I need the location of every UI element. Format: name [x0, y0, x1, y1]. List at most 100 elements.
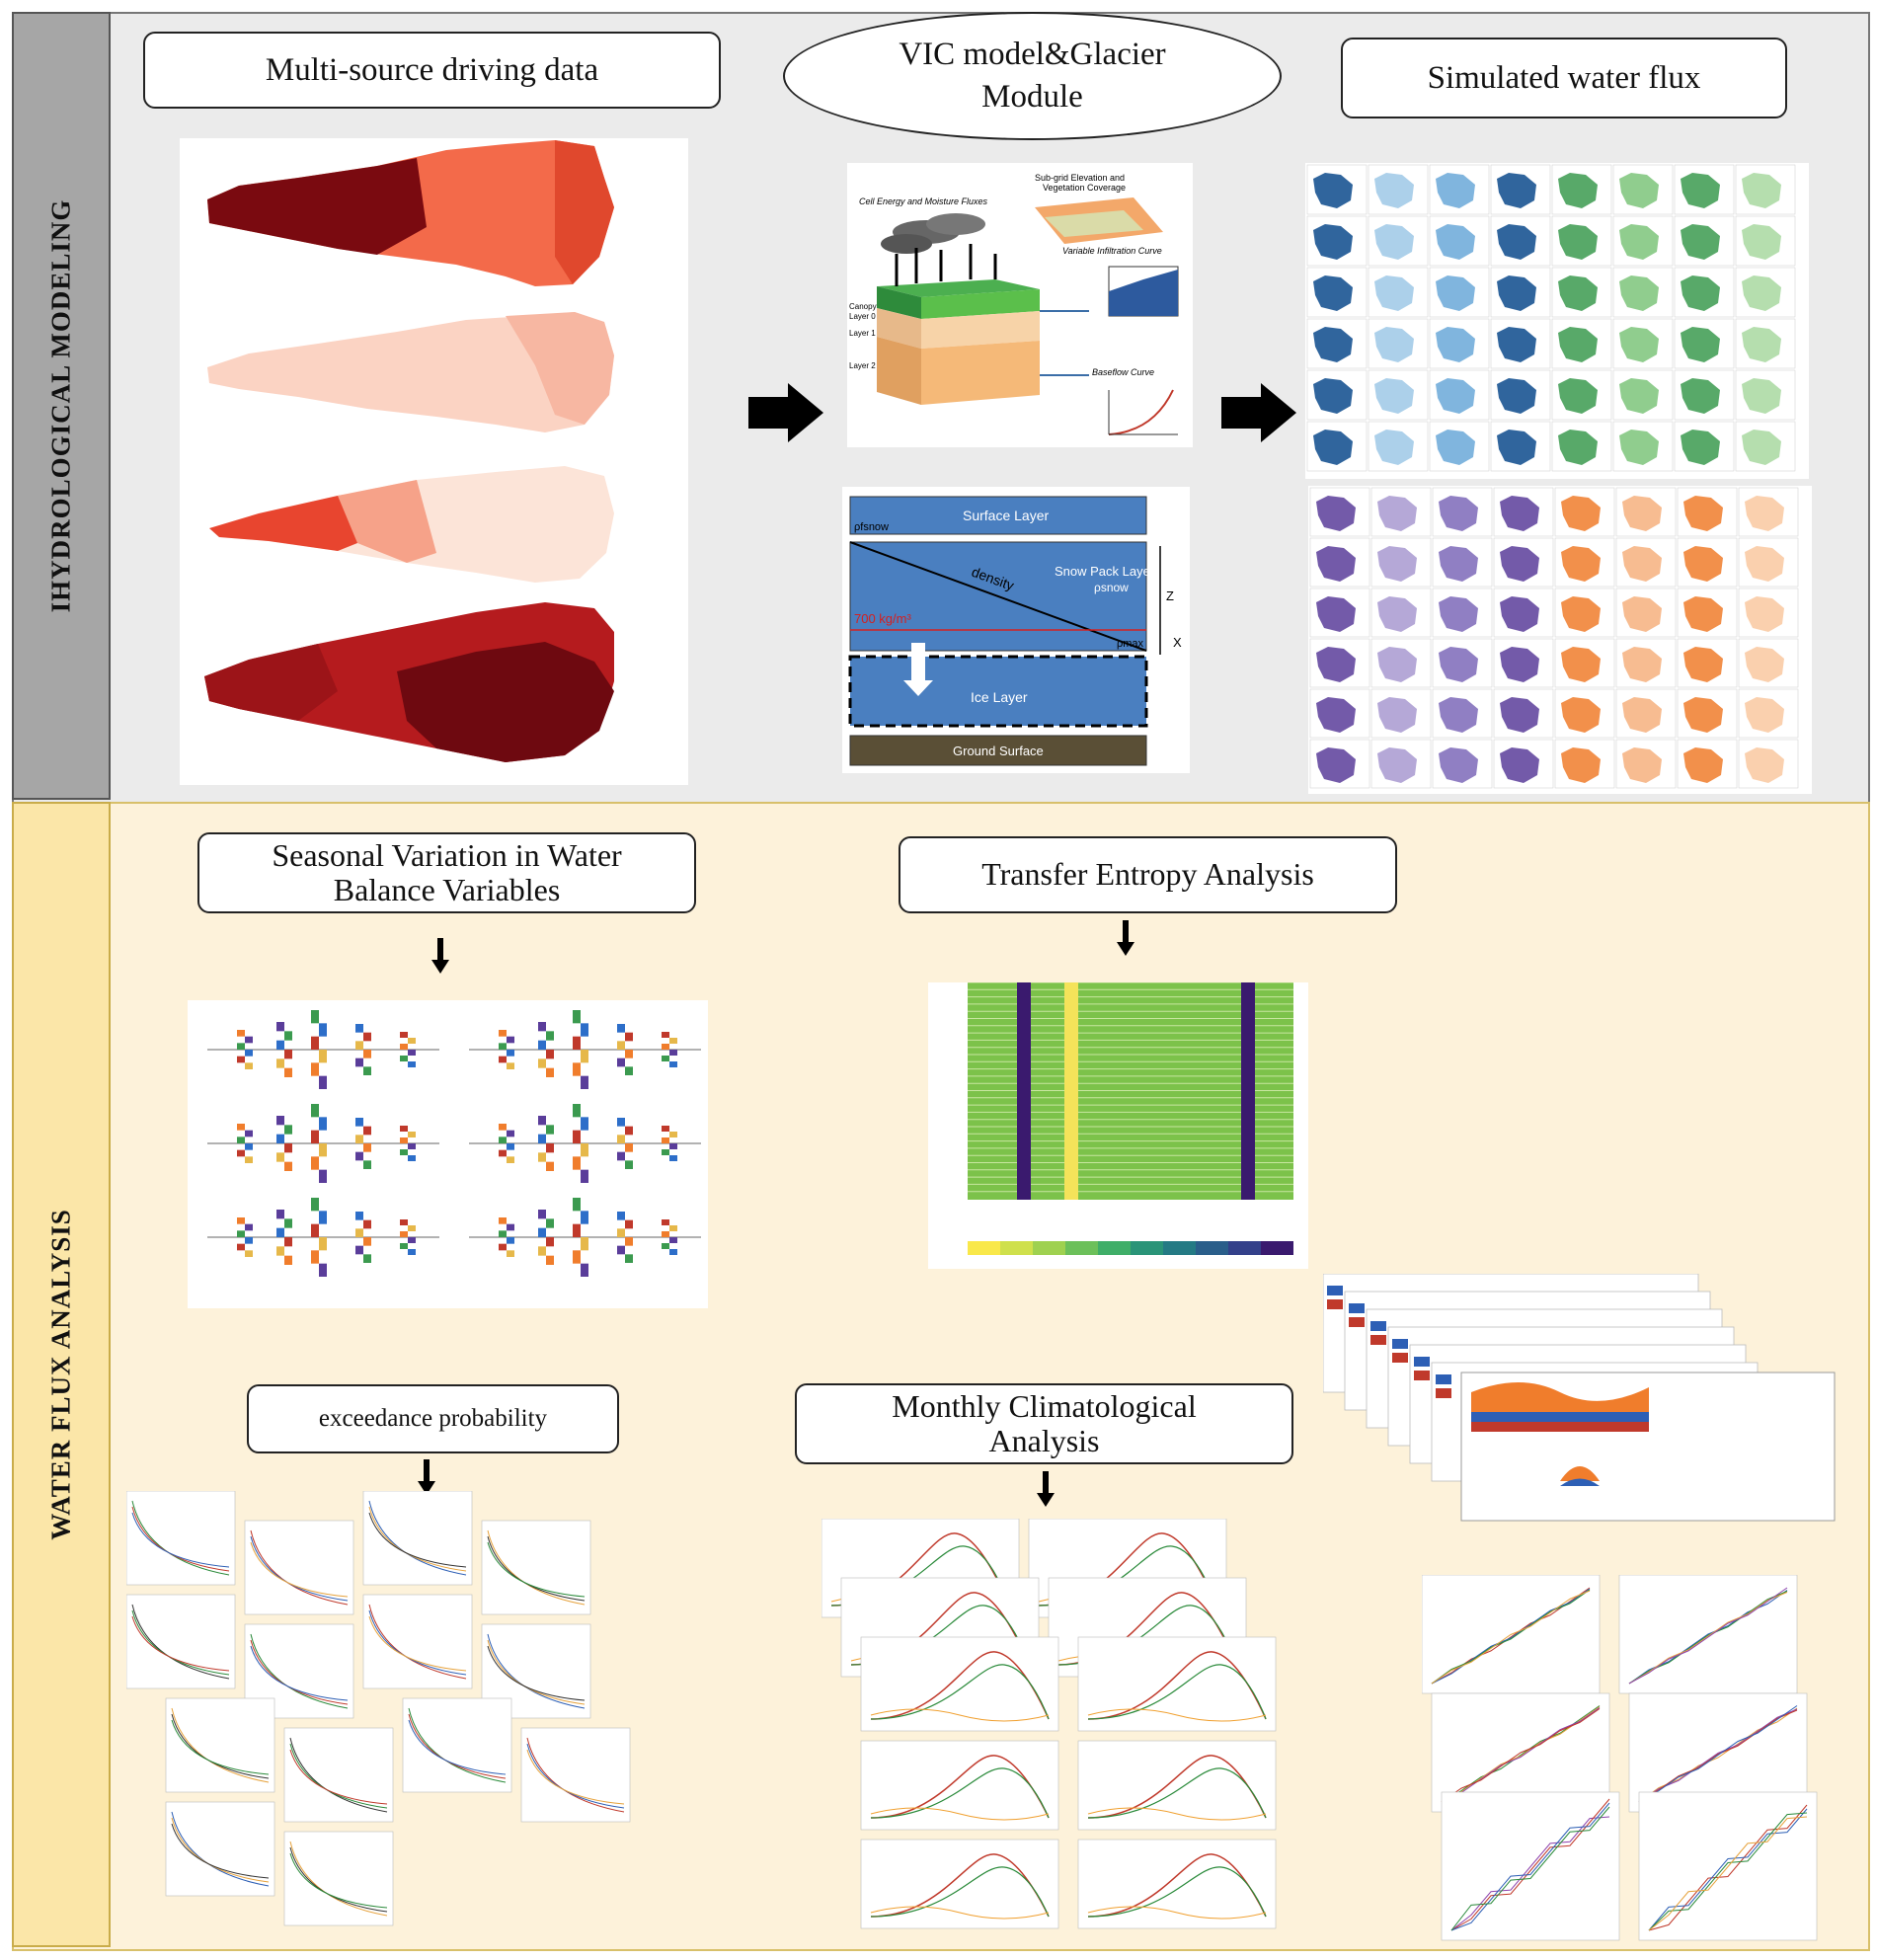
- flux-map-thumb: [1432, 638, 1493, 688]
- monthly-climatological-box: Monthly Climatological Analysis: [795, 1383, 1293, 1464]
- te-scale-cell: [1261, 1241, 1293, 1255]
- vic-baseflow-label: Baseflow Curve: [1092, 367, 1154, 377]
- exceedance-figures: [125, 1490, 768, 1945]
- vic-layer0-label: Layer 0: [849, 312, 876, 321]
- seasonal-panel: [207, 1198, 439, 1277]
- flux-map-thumb: [1368, 318, 1429, 369]
- flux-map-thumb: [1490, 421, 1551, 472]
- hydrological-modeling-sidebar: IHYDROLOGICAL MODELING: [12, 12, 111, 800]
- flux-map-thumb: [1677, 537, 1738, 588]
- surface-layer-label: Surface Layer: [963, 508, 1049, 523]
- flux-map-thumb: [1309, 638, 1370, 688]
- flux-map-thumb: [1674, 215, 1735, 267]
- driving-map-2: [207, 312, 614, 432]
- flux-map-thumb: [1677, 688, 1738, 739]
- vic-layer2-label: Layer 2: [849, 361, 876, 370]
- flux-map-thumb: [1615, 588, 1677, 638]
- flux-map-thumb: [1370, 739, 1432, 789]
- flux-map-thumb: [1554, 739, 1615, 789]
- flux-map-thumb: [1368, 267, 1429, 318]
- vic-title-right-2: Vegetation Coverage: [1043, 183, 1126, 193]
- exceedance-panel: [481, 1520, 591, 1615]
- flux-map-thumb: [1551, 318, 1612, 369]
- timeseries-front: [1460, 1372, 1836, 1522]
- flux-map-thumb: [1612, 164, 1674, 215]
- flux-map-thumb: [1551, 267, 1612, 318]
- cumulative-panel: [1421, 1574, 1601, 1694]
- vic-model-line2: Module: [981, 79, 1083, 115]
- flux-map-thumb: [1432, 588, 1493, 638]
- flux-map-thumb: [1432, 688, 1493, 739]
- te-column: [1064, 982, 1078, 1200]
- monthly-line2: Analysis: [988, 1423, 1100, 1458]
- flux-map-thumb: [1674, 267, 1735, 318]
- te-scale-cell: [1228, 1241, 1261, 1255]
- flux-map-thumb: [1490, 318, 1551, 369]
- flux-map-thumb: [1429, 421, 1490, 472]
- flux-map-thumb: [1615, 638, 1677, 688]
- stacked-timeseries: [1322, 1273, 1837, 1530]
- exceedance-panel: [125, 1594, 236, 1689]
- flux-map-thumb: [1309, 688, 1370, 739]
- cumulative-figures: [1421, 1574, 1837, 1945]
- flux-map-thumb: [1370, 688, 1432, 739]
- flux-map-thumb: [1677, 739, 1738, 789]
- p-snow-label: ρsnow: [1094, 581, 1129, 594]
- monthly-panel: [1077, 1636, 1277, 1732]
- seasonal-line1: Seasonal Variation in Water: [272, 836, 622, 873]
- flux-map-thumb: [1306, 318, 1368, 369]
- flux-map-thumb: [1368, 421, 1429, 472]
- flux-map-thumb: [1309, 739, 1370, 789]
- flux-map-thumb: [1674, 421, 1735, 472]
- flux-map-thumb: [1429, 215, 1490, 267]
- arrow-down-icon: [431, 938, 449, 974]
- flux-map-thumb: [1551, 369, 1612, 421]
- exceedance-panel: [520, 1727, 631, 1823]
- vic-layer1-label: Layer 1: [849, 329, 876, 338]
- seasonal-variation-box: Seasonal Variation in Water Balance Vari…: [197, 832, 696, 913]
- flux-map-thumb: [1554, 588, 1615, 638]
- driving-map-1: [207, 140, 614, 286]
- vic-model-line1: VIC model&Glacier: [899, 37, 1166, 73]
- flux-map-thumb: [1738, 487, 1799, 537]
- flux-map-thumb: [1429, 318, 1490, 369]
- z-label: Z: [1166, 588, 1174, 603]
- flux-map-thumb: [1306, 369, 1368, 421]
- flux-map-thumb: [1432, 739, 1493, 789]
- driving-data-box: Multi-source driving data: [143, 32, 721, 109]
- monthly-panel: [1077, 1740, 1277, 1831]
- flux-map-thumb: [1738, 688, 1799, 739]
- flux-map-thumb: [1370, 638, 1432, 688]
- flux-map-thumb: [1738, 638, 1799, 688]
- flux-map-thumb: [1309, 537, 1370, 588]
- te-scale-cell: [1098, 1241, 1131, 1255]
- monthly-panel: [860, 1740, 1059, 1831]
- driving-map-3: [209, 466, 614, 583]
- flux-map-thumb: [1432, 537, 1493, 588]
- flux-map-thumb: [1493, 588, 1554, 638]
- flux-map-thumb: [1490, 215, 1551, 267]
- flux-map-thumb: [1738, 537, 1799, 588]
- arrow-right-icon: [748, 383, 823, 442]
- flux-map-thumb: [1493, 487, 1554, 537]
- flux-map-thumb: [1551, 421, 1612, 472]
- vic-model-box: VIC model&Glacier Module: [783, 12, 1282, 140]
- flux-map-thumb: [1615, 537, 1677, 588]
- te-scale-cell: [1196, 1241, 1228, 1255]
- driving-map-4: [204, 602, 614, 762]
- flux-map-thumb: [1493, 638, 1554, 688]
- flux-map-thumb: [1554, 638, 1615, 688]
- p-max-label: ρmax: [1117, 638, 1144, 650]
- exceedance-panel: [402, 1697, 512, 1793]
- seasonal-panel: [469, 1010, 701, 1089]
- vic-infiltration-label: Variable Infiltration Curve: [1062, 246, 1162, 256]
- flux-map-thumb: [1368, 369, 1429, 421]
- arrow-down-icon: [1117, 920, 1134, 956]
- flux-map-thumb: [1674, 164, 1735, 215]
- ground-surface-label: Ground Surface: [953, 744, 1044, 758]
- te-column: [1241, 982, 1255, 1200]
- cumulative-panel: [1441, 1791, 1620, 1941]
- simulated-flux-box: Simulated water flux: [1341, 38, 1787, 118]
- flux-map-thumb: [1612, 215, 1674, 267]
- seasonal-panel: [469, 1104, 701, 1183]
